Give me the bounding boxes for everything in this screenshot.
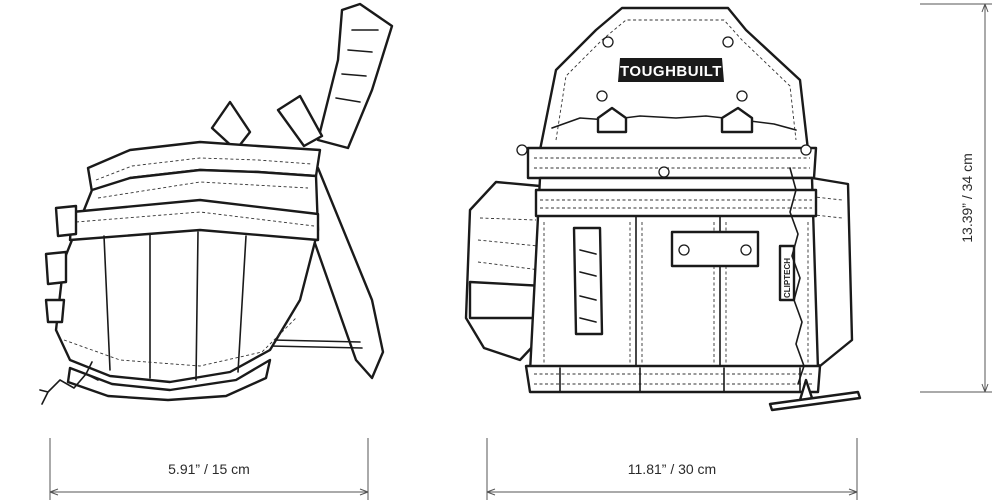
front-rivet-tr	[722, 36, 734, 48]
front-width-label: 11.81” / 30 cm	[628, 461, 716, 477]
side-stand-leg	[269, 339, 363, 349]
side-tool-clip	[210, 100, 252, 152]
side-mid-band	[68, 198, 320, 242]
front-inner-pockets	[551, 115, 797, 131]
front-tool-tabs	[596, 106, 754, 134]
front-cuff-rivet-right	[800, 144, 812, 156]
front-top-cuff	[526, 146, 818, 180]
front-chain	[789, 167, 805, 385]
front-t-bar	[768, 378, 862, 412]
front-cuff-rivet-left	[516, 144, 528, 156]
front-tape-loop	[572, 226, 604, 336]
brand-logo-text: TOUGHBUILT	[620, 63, 722, 80]
brand-logo-badge	[618, 58, 724, 82]
side-loop-2	[44, 250, 68, 286]
height-label: 13.39” / 34 cm	[959, 153, 975, 243]
front-rivet-mr	[736, 90, 748, 102]
front-bottom-band	[524, 364, 822, 394]
front-tab-rivet-left	[678, 244, 690, 256]
front-view-pouch: TOUGHBUILT CLIPTECH	[464, 6, 862, 412]
side-base	[66, 358, 272, 402]
front-cuff-rivet	[658, 166, 670, 178]
front-rivet-ml	[596, 90, 608, 102]
front-band	[534, 188, 818, 218]
side-pocket-seams	[103, 231, 247, 381]
front-center-tab	[670, 230, 760, 268]
side-chain	[39, 361, 99, 405]
side-loop-3	[44, 298, 66, 324]
dimension-height: 13.39” / 34 cm	[920, 3, 992, 393]
side-view-pouch	[39, 2, 394, 405]
side-loop-1	[54, 204, 78, 238]
dimension-side-width: 5.91” / 15 cm	[49, 438, 369, 500]
side-tool-plier	[316, 2, 394, 150]
front-rivet-tl	[602, 36, 614, 48]
dimension-front-width: 11.81” / 30 cm	[486, 438, 858, 500]
side-tool-handle	[276, 94, 324, 148]
clip-badge-text: CLIPTECH	[783, 258, 792, 298]
side-width-label: 5.91” / 15 cm	[168, 461, 250, 477]
front-tab-rivet-right	[740, 244, 752, 256]
